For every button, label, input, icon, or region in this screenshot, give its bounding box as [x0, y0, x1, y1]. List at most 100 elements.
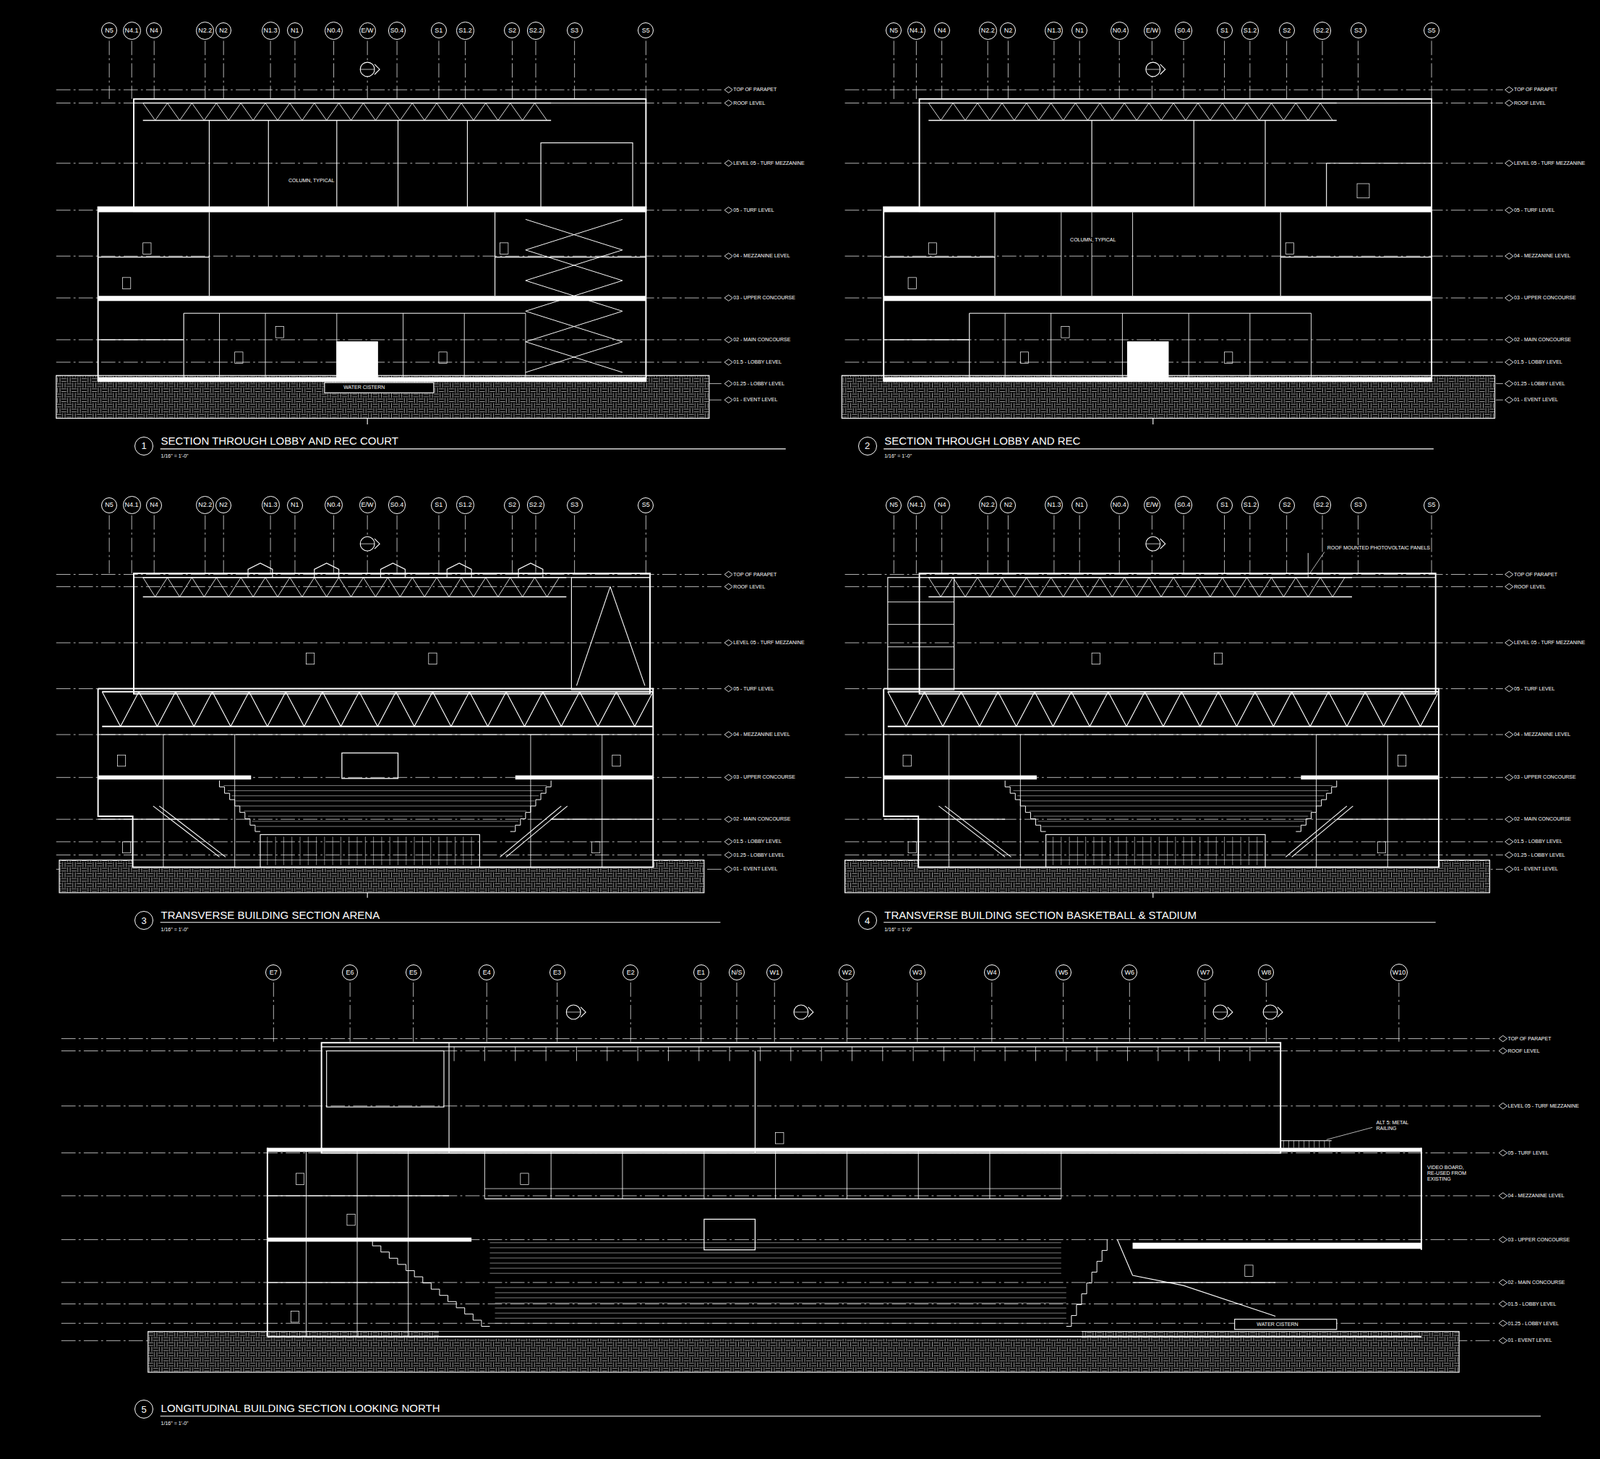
partition	[1387, 734, 1389, 867]
grid-label: N5	[890, 27, 899, 34]
grid-line	[270, 515, 272, 574]
grid-bubble: N4	[934, 22, 951, 39]
floor-slab	[515, 775, 654, 781]
frame	[550, 1151, 552, 1199]
railing	[1308, 1140, 1310, 1149]
grid-bubble: S5	[1423, 497, 1440, 514]
level-label: 02 - MAIN CONCOURSE	[1507, 1279, 1567, 1286]
grid-label: S1.2	[1243, 27, 1258, 34]
ramp	[1117, 1239, 1276, 1317]
partition	[1188, 313, 1190, 378]
court-slat	[430, 836, 431, 866]
level-marker	[1498, 1102, 1507, 1109]
level-label: 02 - MAIN CONCOURSE	[1513, 336, 1572, 343]
level-marker	[724, 731, 733, 738]
level-line	[845, 642, 1504, 644]
drawing-line	[994, 212, 995, 297]
grid-label: S1	[1220, 27, 1229, 34]
grid-label: E/W	[361, 501, 374, 509]
roof-hanger	[821, 1046, 823, 1062]
grid-line	[131, 40, 133, 99]
grid-bubble: S5	[1423, 22, 1440, 39]
grid-label: W10	[1392, 969, 1407, 977]
grid-label: E6	[346, 969, 355, 977]
grid-bubble: N4	[146, 22, 162, 39]
roof-hanger	[882, 1046, 883, 1062]
grid-line	[396, 40, 398, 99]
door	[290, 1310, 299, 1323]
column	[467, 120, 468, 208]
annotation: WATER CISTERN	[342, 384, 386, 391]
seat-row	[495, 1307, 1067, 1309]
stair	[153, 806, 220, 858]
truss-web	[1292, 691, 1329, 727]
section-callout	[1145, 543, 1161, 545]
level-marker	[1505, 639, 1514, 646]
level-label: 01.5 - LOBBY LEVEL	[1513, 838, 1564, 845]
grid-bubble: S2	[503, 497, 520, 514]
level-label: 03 - UPPER CONCOURSE	[1513, 294, 1577, 301]
partition	[162, 734, 164, 867]
level-label: 01 - EVENT LEVEL	[1513, 866, 1559, 872]
scale-note: 1/16" = 1'-0"	[160, 1420, 190, 1427]
frame	[918, 1151, 919, 1199]
grid-bubble: S3	[566, 497, 583, 514]
level-marker	[724, 838, 733, 845]
scale-note: 1/16" = 1'-0"	[883, 926, 913, 933]
truss-chord	[928, 102, 1337, 104]
level-label: LEVEL 05 - TURF MEZZANINE	[732, 160, 805, 167]
grid-label: N/S	[730, 969, 742, 977]
door	[1213, 652, 1222, 665]
floor-slab	[267, 1237, 472, 1243]
level-label: LEVEL 05 - TURF MEZZANINE	[1513, 639, 1586, 646]
grid-line	[1062, 982, 1064, 1043]
level-line	[56, 89, 724, 91]
grid-bubble: S1.2	[456, 495, 475, 515]
level-marker	[724, 380, 733, 387]
grid-label: N1	[1075, 27, 1084, 34]
floor-slab	[267, 1148, 1422, 1153]
drawing-line	[887, 646, 955, 648]
grid-line	[109, 40, 110, 99]
level-marker	[724, 253, 733, 259]
opening	[336, 341, 378, 378]
seat-row	[247, 815, 523, 817]
roof-hanger	[851, 1046, 853, 1062]
section-title: TRANSVERSE BUILDING SECTION ARENA	[160, 908, 382, 922]
grid-line	[1357, 515, 1359, 574]
level-label: ROOF LEVEL	[1513, 584, 1547, 590]
title-underline	[160, 448, 786, 449]
grid-label: N4.1	[125, 27, 139, 34]
drawing-line	[133, 102, 646, 104]
grid-bubble: N2	[215, 497, 232, 514]
court-slat	[1174, 836, 1176, 866]
grid-label: E/W	[1145, 501, 1159, 509]
grid-label: E3	[553, 969, 562, 977]
column	[336, 120, 337, 208]
truss-web	[887, 691, 925, 727]
grid-bubble: N0.4	[1110, 21, 1129, 40]
level-label: LEVEL 05 - TURF MEZZANINE	[1507, 1103, 1580, 1110]
section-callout	[1277, 1007, 1283, 1018]
grid-line	[204, 515, 206, 574]
level-label: 04 - MEZZANINE LEVEL	[1513, 731, 1572, 738]
drawing-line	[887, 601, 955, 603]
grid-label: S1.2	[458, 501, 473, 509]
level-line	[61, 1303, 1498, 1305]
partition	[601, 734, 603, 867]
roof-hanger	[606, 1046, 608, 1062]
grid-label: N1	[290, 501, 300, 509]
grid-label: N2	[1004, 501, 1013, 509]
grid-bubble: S1.2	[1241, 21, 1260, 40]
court-slat	[1109, 836, 1111, 866]
roof-hanger	[1249, 1046, 1251, 1062]
level-marker	[1505, 851, 1514, 858]
seat-row	[1037, 821, 1304, 823]
partition	[1249, 313, 1251, 378]
level-label: 01 - EVENT LEVEL	[1513, 396, 1559, 403]
grid-bubble: E4	[478, 964, 495, 981]
grid-label: N2.2	[981, 27, 995, 34]
annotation: VIDEO BOARD, RE-USED FROM EXISTING	[1426, 1164, 1475, 1183]
grid-bubble: N4	[934, 497, 951, 514]
section-number: 1	[140, 441, 147, 451]
